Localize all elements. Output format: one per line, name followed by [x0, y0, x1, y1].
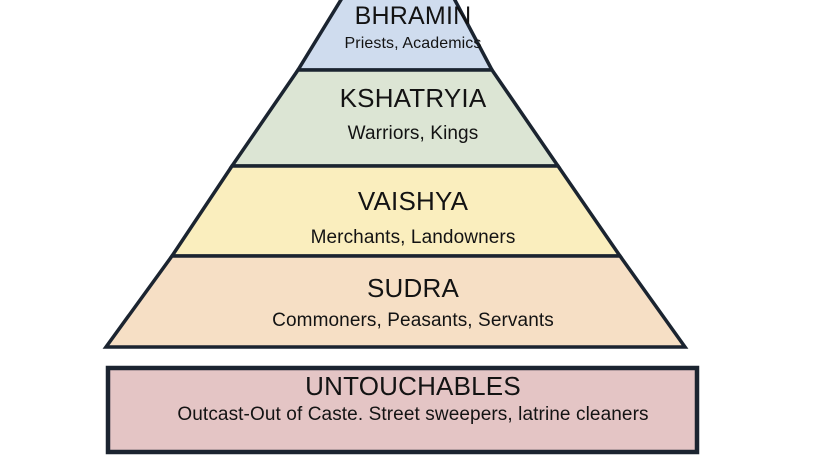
tier-shape-sudra — [102, 254, 689, 349]
tier-shape-bhramin — [294, 0, 495, 72]
outcast-box-untouchables — [105, 365, 700, 455]
tier-shape-kshatryia — [228, 68, 562, 168]
tier-shape-vaishya — [168, 164, 624, 258]
